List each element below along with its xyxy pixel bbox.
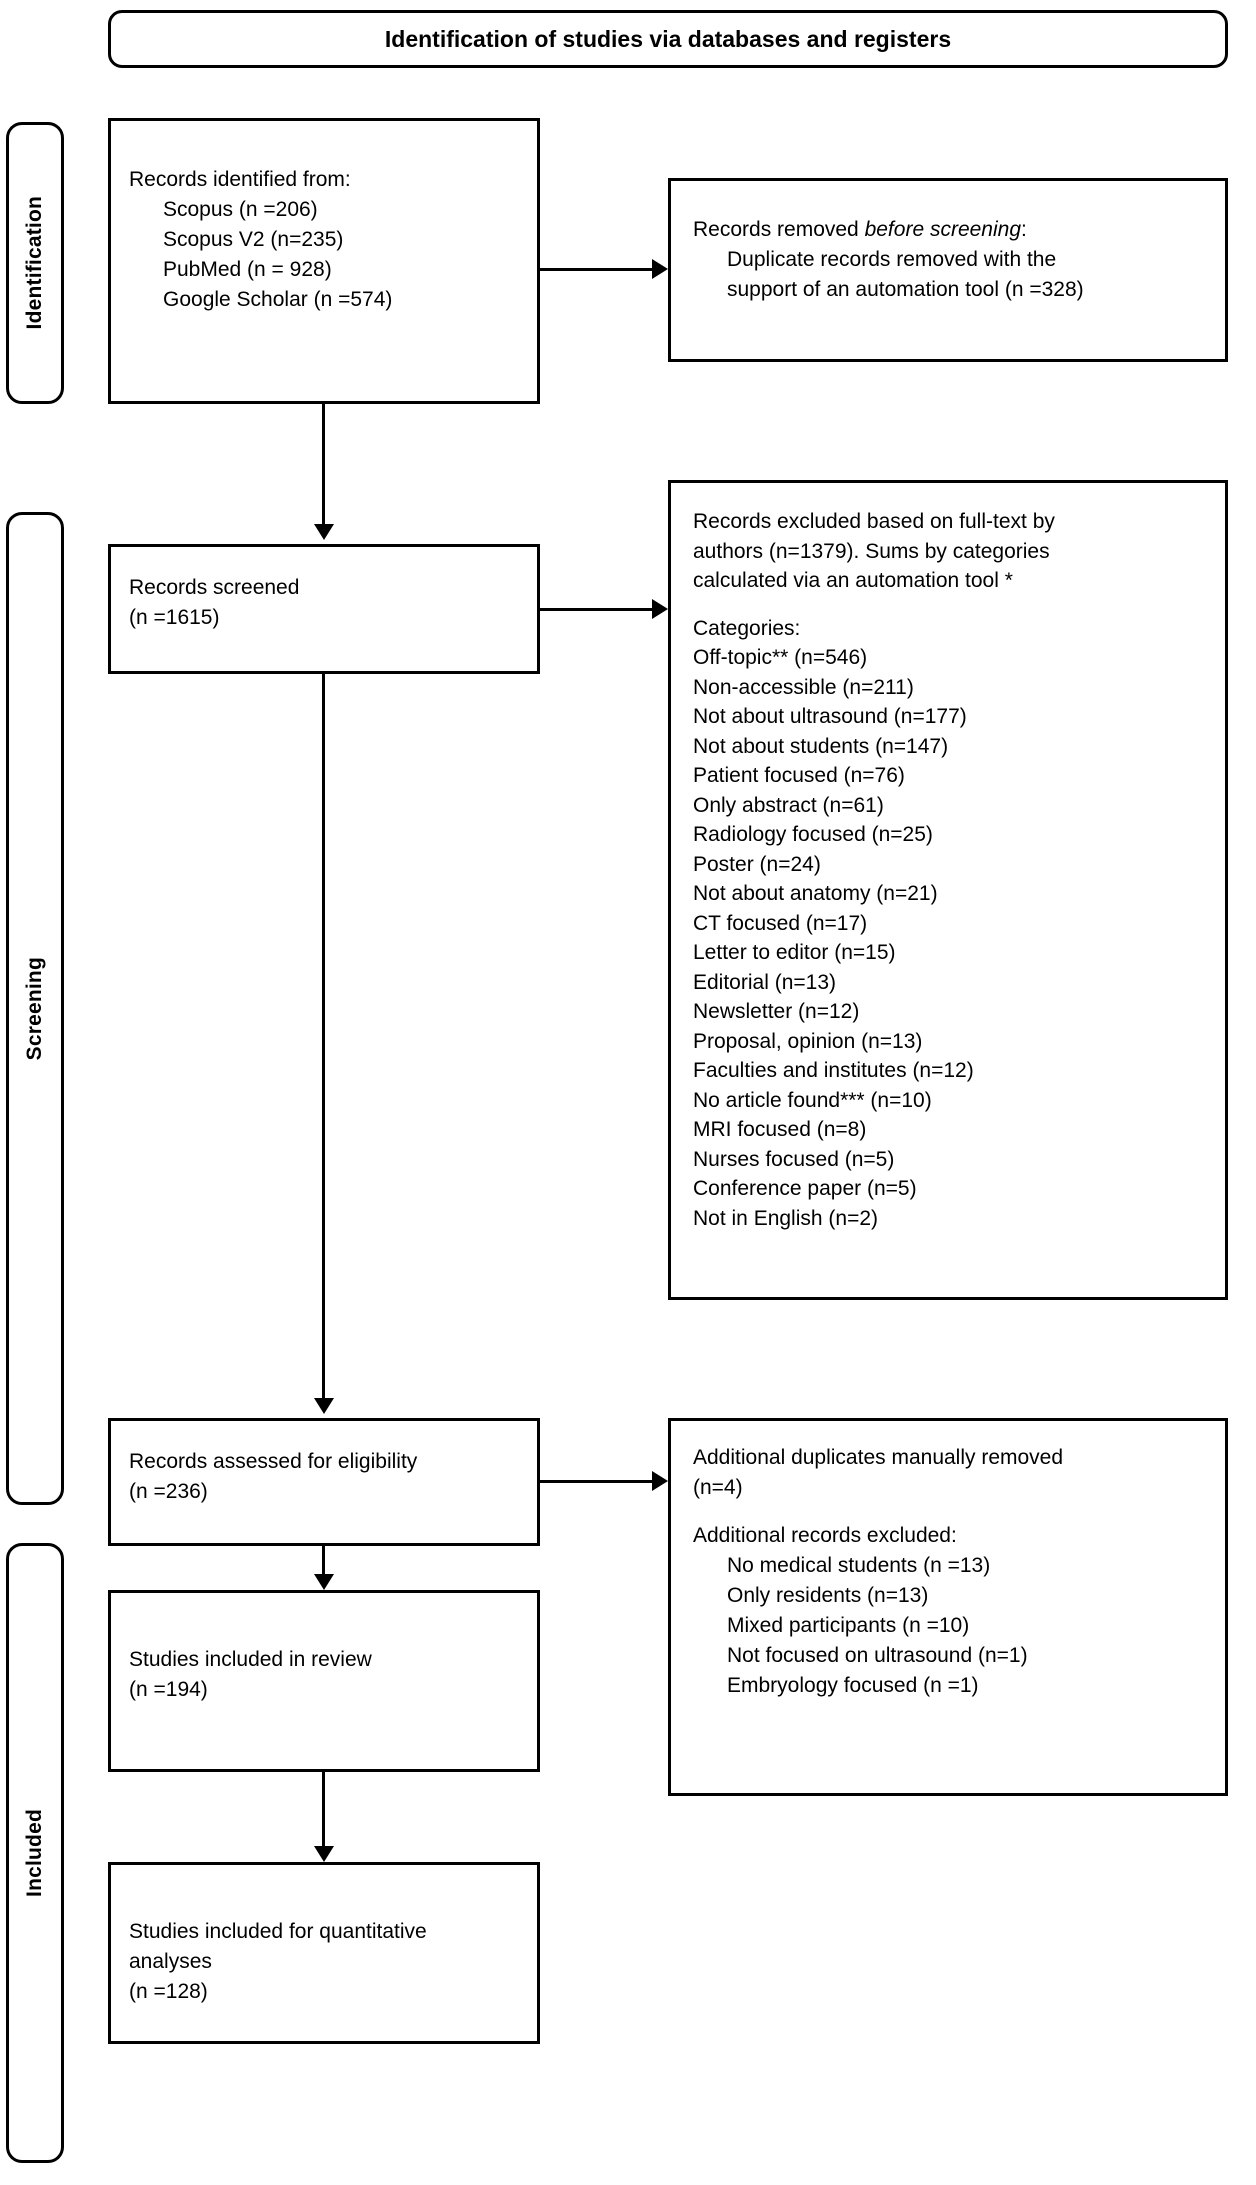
box-line: Scopus (n =206): [163, 198, 318, 221]
box-line: No medical students (n =13): [727, 1554, 991, 1577]
excluded-category-row: Faculties and institutes (n=12): [693, 1059, 974, 1082]
box-records-assessed-eligibility: Records assessed for eligibility (n =236…: [108, 1418, 540, 1546]
excluded-category-list: Off-topic** (n=546) Non-accessible (n=211…: [693, 643, 1207, 1233]
excluded-category-row: Newsletter (n=12): [693, 1000, 860, 1023]
connector-eligibility-to-included-review: [322, 1546, 325, 1574]
box-line: (n=4): [693, 1476, 743, 1499]
box-line: Embryology focused (n =1): [727, 1674, 979, 1697]
excluded-category-row: Radiology focused (n=25): [693, 823, 933, 846]
box-studies-included-review: Studies included in review (n =194): [108, 1590, 540, 1772]
stage-rail-included: Included: [6, 1543, 64, 2163]
box-line: analyses: [129, 1950, 212, 1973]
box-line: Records excluded based on full-text by: [693, 510, 1055, 533]
diagram-title-banner: Identification of studies via databases …: [108, 10, 1228, 68]
arrowhead-eligibility-to-additional-excluded: [652, 1471, 668, 1491]
excluded-category-row: Patient focused (n=76): [693, 764, 905, 787]
diagram-title: Identification of studies via databases …: [384, 25, 952, 52]
arrowhead-identified-to-removed: [652, 259, 668, 279]
box-line: (n =1615): [129, 606, 220, 629]
box-line: Duplicate records removed with the: [727, 248, 1057, 271]
excluded-category-row: Off-topic** (n=546): [693, 646, 868, 669]
box-line: Mixed participants (n =10): [727, 1614, 970, 1637]
box-line: Additional records excluded:: [693, 1524, 957, 1547]
excluded-category-row: CT focused (n=17): [693, 911, 868, 935]
excluded-category-row: Not in English (n=2): [693, 1206, 879, 1230]
box-records-screened: Records screened (n =1615): [108, 544, 540, 674]
box-line: support of an automation tool (n =328): [727, 278, 1084, 301]
stage-label-screening: Screening: [23, 956, 46, 1061]
box-line: Records assessed for eligibility: [129, 1450, 418, 1473]
stage-rail-screening: Screening: [6, 512, 64, 1505]
excluded-category-row: Not about ultrasound (n=177): [693, 705, 967, 728]
box-line: Records removed before screening:: [693, 215, 1207, 245]
removed-emphasis: before screening: [864, 218, 1022, 241]
arrowhead-included-review-to-quantitative: [314, 1846, 334, 1862]
connector-included-review-to-quantitative: [322, 1772, 325, 1846]
categories-label: Categories:: [693, 616, 801, 640]
arrowhead-eligibility-to-included-review: [314, 1574, 334, 1590]
box-studies-included-quantitative: Studies included for quantitative analys…: [108, 1862, 540, 2044]
box-line: Studies included for quantitative: [129, 1920, 427, 1943]
box-records-identified: Records identified from: Scopus (n =206)…: [108, 118, 540, 404]
arrowhead-identified-to-screened: [314, 524, 334, 540]
excluded-category-row: MRI focused (n=8): [693, 1118, 867, 1141]
box-line: Scopus V2 (n=235): [163, 228, 344, 251]
excluded-category-row: Poster (n=24): [693, 852, 821, 876]
box-line: calculated via an automation tool *: [693, 569, 1013, 592]
excluded-category-row: Not about students (n=147): [693, 734, 949, 758]
box-line: PubMed (n = 928): [163, 258, 332, 281]
connector-eligibility-to-additional-excluded: [540, 1480, 652, 1483]
stage-label-identification: Identification: [23, 196, 46, 330]
box-additional-records-excluded: Additional duplicates manually removed (…: [668, 1418, 1228, 1796]
excluded-category-row: Only abstract (n=61): [693, 793, 884, 817]
box-line: Google Scholar (n =574): [163, 288, 393, 311]
removed-colon: :: [1021, 218, 1027, 241]
excluded-category-row: Editorial (n=13): [693, 970, 836, 994]
box-records-removed: Records removed before screening: Duplic…: [668, 178, 1228, 362]
arrowhead-screened-to-eligibility: [314, 1398, 334, 1414]
box-line: authors (n=1379). Sums by categories: [693, 539, 1050, 563]
excluded-category-row: Nurses focused (n=5): [693, 1147, 895, 1171]
box-spacer: [693, 1503, 1207, 1521]
arrowhead-screened-to-excluded: [652, 599, 668, 619]
box-line: Records screened: [129, 576, 300, 599]
box-line: Records identified from:: [129, 168, 351, 191]
excluded-category-row: Not about anatomy (n=21): [693, 882, 938, 905]
connector-screened-to-eligibility: [322, 674, 325, 1398]
box-line: Not focused on ultrasound (n=1): [727, 1644, 1028, 1667]
stage-label-included: Included: [23, 1809, 46, 1897]
removed-lead: Records removed: [693, 218, 865, 241]
stage-rail-identification: Identification: [6, 122, 64, 404]
connector-identified-to-screened: [322, 404, 325, 524]
excluded-category-row: No article found*** (n=10): [693, 1088, 932, 1112]
box-line: (n =128): [129, 1980, 208, 2003]
box-spacer: [693, 596, 1207, 614]
excluded-category-row: Proposal, opinion (n=13): [693, 1029, 923, 1053]
box-line: Only residents (n=13): [727, 1584, 929, 1607]
excluded-category-row: Conference paper (n=5): [693, 1177, 917, 1200]
box-line: (n =194): [129, 1678, 208, 1701]
box-line: (n =236): [129, 1480, 208, 1503]
connector-screened-to-excluded: [540, 608, 652, 611]
box-line: Additional duplicates manually removed: [693, 1446, 1064, 1469]
box-line: Studies included in review: [129, 1648, 372, 1671]
box-records-excluded: Records excluded based on full-text by a…: [668, 480, 1228, 1300]
excluded-category-row: Letter to editor (n=15): [693, 941, 896, 964]
connector-identified-to-removed: [540, 268, 652, 271]
excluded-category-row: Non-accessible (n=211): [693, 675, 914, 699]
